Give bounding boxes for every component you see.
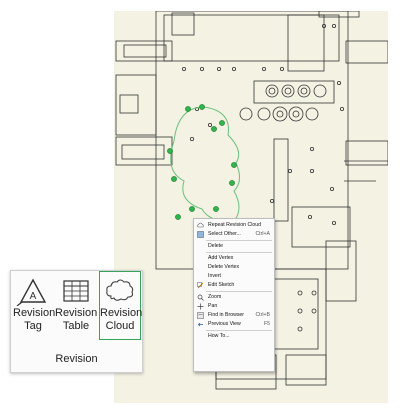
ribbon-group-label: Revision	[55, 353, 98, 365]
zoom-icon	[197, 294, 204, 301]
revision-table-line2: Table	[62, 320, 90, 332]
menu-item-select-other[interactable]: Select Other... Ctrl+A	[194, 230, 274, 239]
revision-tag-line1: Revision	[13, 307, 56, 319]
menu-item-edit-sketch[interactable]: Edit Sketch	[194, 281, 274, 290]
menu-item-label: Zoom	[208, 294, 222, 300]
menu-item-find-in-browser[interactable]: Find in Browser Ctrl+B	[194, 311, 274, 320]
menu-item-label: Previous View	[208, 321, 241, 327]
menu-item-delete[interactable]: Delete	[194, 242, 274, 251]
menu-item-label: Add Vertex	[208, 255, 234, 261]
menu-item-label: How To...	[208, 333, 230, 339]
revision-cloud-icon	[106, 279, 134, 301]
menu-separator	[206, 291, 272, 292]
menu-item-label: Invert	[208, 273, 221, 279]
revision-tag-icon: A	[16, 278, 47, 306]
menu-item-invert[interactable]: Invert	[194, 272, 274, 281]
menu-item-label: Pan	[208, 303, 218, 309]
menu-item-shortcut: F5	[263, 321, 270, 327]
revision-cloud-line2: Cloud	[105, 320, 135, 332]
menu-separator	[206, 252, 272, 253]
menu-item-label: Delete	[208, 243, 223, 249]
revision-cloud-button[interactable]: Revision Cloud	[99, 271, 143, 340]
revision-cloud-icon	[197, 222, 204, 228]
pan-icon	[197, 303, 204, 310]
revision-table-line1: Revision	[55, 307, 98, 319]
ribbon-revision-panel: A Revision Tag Revision Table Revision C…	[10, 270, 143, 373]
revision-table-button[interactable]: Revision Table	[55, 274, 97, 337]
edit-sketch-icon	[197, 282, 204, 289]
previous-view-icon	[197, 322, 203, 327]
mechanical-drawing	[115, 11, 388, 390]
menu-item-add-vertex[interactable]: Add Vertex	[194, 254, 274, 263]
menu-item-label: Edit Sketch	[208, 282, 235, 288]
context-menu: Repeat Revision Cloud Select Other... Ct…	[193, 218, 275, 372]
menu-item-label: Delete Vertex	[208, 264, 240, 270]
revision-cloud[interactable]	[167, 104, 240, 222]
menu-separator	[206, 240, 272, 241]
find-icon	[197, 312, 204, 319]
menu-item-label: Repeat Revision Cloud	[208, 222, 262, 228]
menu-separator	[206, 330, 272, 331]
menu-item-shortcut: Ctrl+B	[255, 312, 270, 318]
select-icon	[197, 231, 204, 238]
menu-item-delete-vertex[interactable]: Delete Vertex	[194, 263, 274, 272]
revision-tag-button[interactable]: A Revision Tag	[13, 274, 56, 337]
svg-text:A: A	[30, 291, 37, 302]
menu-item-how-to[interactable]: How To...	[194, 332, 274, 341]
menu-item-previous-view[interactable]: Previous View F5	[194, 320, 274, 329]
revision-cloud-line1: Revision	[100, 307, 143, 319]
menu-item-repeat-revision-cloud[interactable]: Repeat Revision Cloud	[194, 221, 274, 230]
menu-item-label: Select Other...	[208, 231, 241, 237]
menu-item-zoom[interactable]: Zoom	[194, 293, 274, 302]
menu-item-pan[interactable]: Pan	[194, 302, 274, 311]
revision-table-icon	[63, 280, 89, 302]
menu-item-shortcut: Ctrl+A	[255, 231, 270, 237]
revision-tag-line2: Tag	[24, 320, 42, 332]
menu-item-label: Find in Browser	[208, 312, 245, 318]
